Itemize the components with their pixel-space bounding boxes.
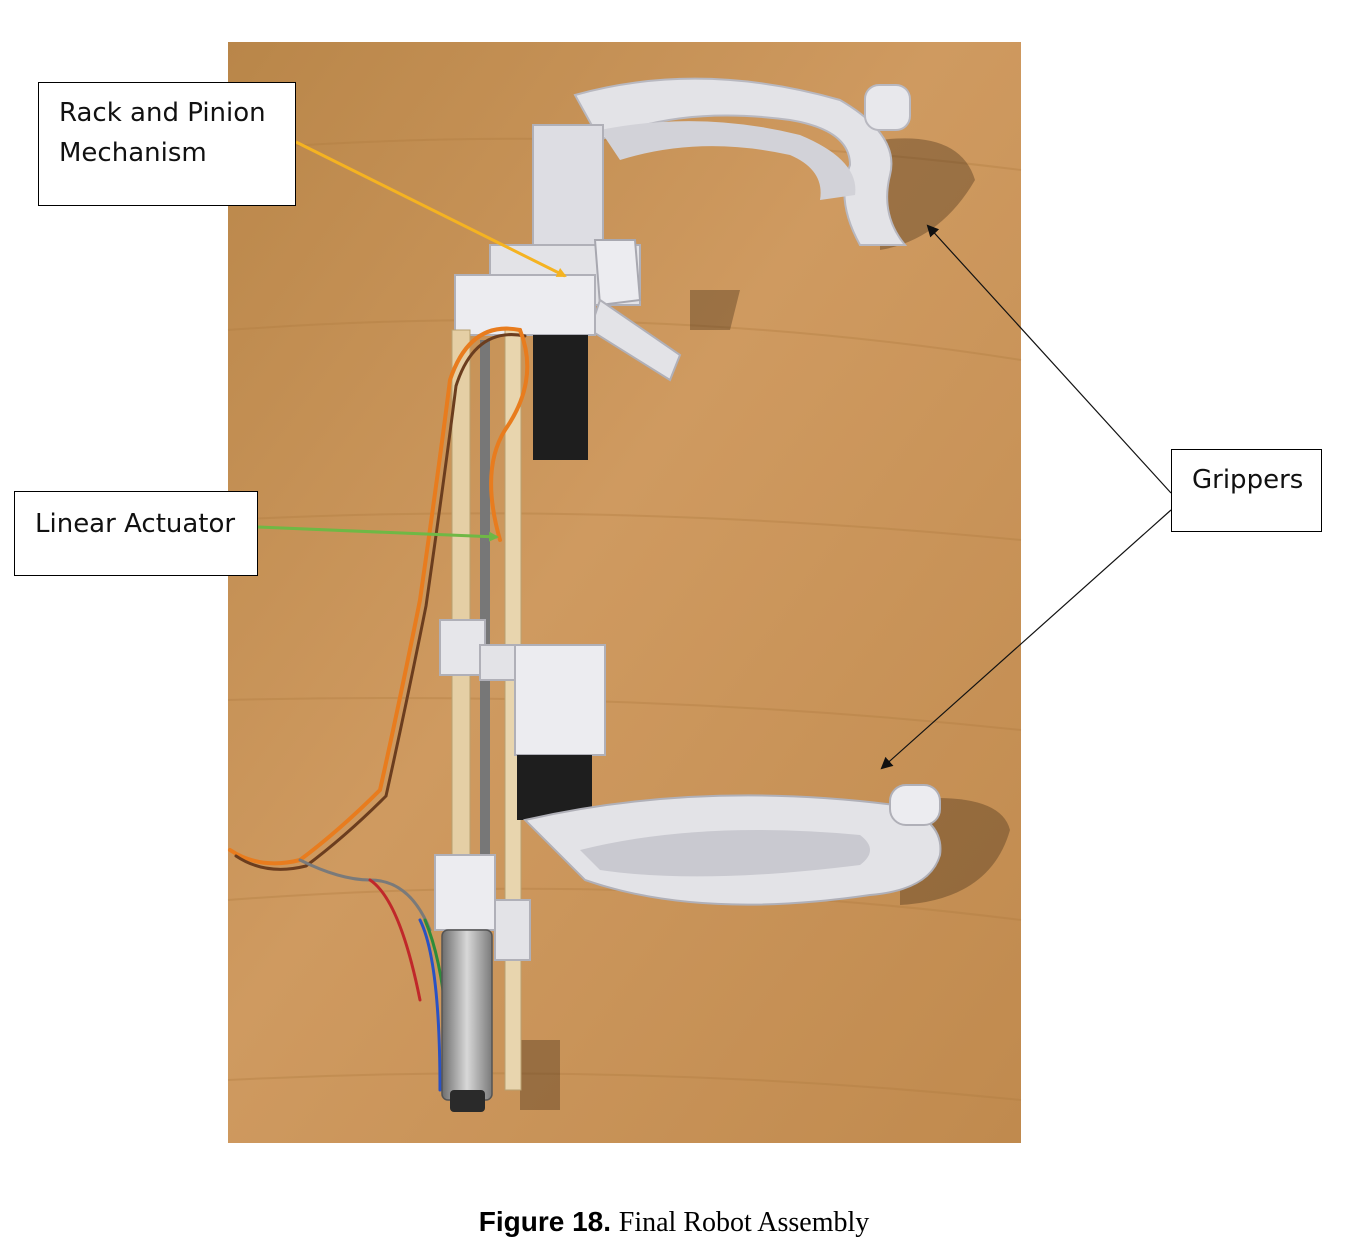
rack-and-pinion-callout: Rack and Pinion Mechanism <box>38 82 296 206</box>
figure-label: Figure 18. <box>478 1206 611 1237</box>
linear-actuator-callout: Linear Actuator <box>14 491 258 576</box>
upper-gripper-arrow <box>926 224 1172 494</box>
upper-gripper <box>573 77 911 246</box>
linear-actuator-arrow <box>257 525 499 542</box>
lower-gripper <box>523 784 942 906</box>
grippers-label: Grippers <box>1192 465 1304 495</box>
rack-and-pinion-label-line1: Rack and Pinion <box>59 98 266 128</box>
stepper-motor <box>434 854 531 1112</box>
rack-pinion-arrow <box>295 140 567 278</box>
lower-gripper-arrow <box>880 509 1172 770</box>
rack-and-pinion-label-line2: Mechanism <box>59 138 207 168</box>
figure-caption: Figure 18. Final Robot Assembly <box>0 1200 1348 1244</box>
upper-servo <box>533 335 588 460</box>
figure-caption-text: Final Robot Assembly <box>618 1207 870 1238</box>
linear-actuator-label: Linear Actuator <box>35 509 236 539</box>
grippers-callout: Grippers <box>1171 449 1322 532</box>
